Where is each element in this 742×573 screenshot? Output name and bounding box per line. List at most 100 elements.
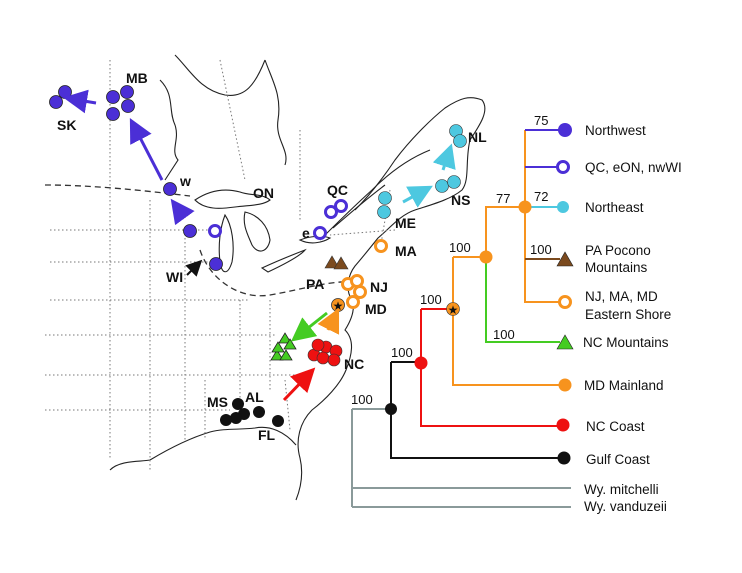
label-nj: NJ: [370, 279, 388, 295]
label-al: AL: [245, 389, 264, 405]
arrow-md-to-nc-mountains: [290, 311, 328, 342]
arrow-to-w: [170, 198, 195, 226]
tip-nc-mountains: NC Mountains: [583, 335, 669, 350]
mb-site: [120, 85, 134, 99]
tip-md-mainland: MD Mainland: [584, 378, 664, 393]
mb-site: [121, 99, 135, 113]
qc-site: [334, 199, 348, 213]
wi-site: [183, 224, 197, 238]
label-nl: NL: [468, 129, 487, 145]
northeast-markers: [377, 124, 467, 219]
star-icon: ★: [448, 303, 459, 317]
atlantic-coast: [295, 97, 486, 501]
support-root: 100: [351, 392, 373, 407]
pa-pocono-markers: [324, 255, 349, 270]
label-sk: SK: [57, 117, 76, 133]
ns-site: [447, 175, 461, 189]
lake-michigan: [218, 213, 234, 273]
phylogeny: [351, 129, 571, 508]
lake-erie: [260, 248, 307, 273]
base-map: [44, 54, 486, 501]
arrow-w-to-mb: [129, 118, 164, 181]
nc-coast-branches: [420, 308, 563, 427]
nc-mountain-markers: [270, 332, 297, 361]
state-borders: [45, 59, 396, 470]
mb-site: [106, 107, 120, 121]
qc-markers: [208, 199, 348, 240]
orange-branches: [452, 130, 565, 386]
label-mb: MB: [126, 70, 148, 86]
hudson-bay-coast: [159, 54, 287, 181]
tip-vanduzeii: Wy. vanduzeii: [584, 499, 667, 514]
arrow-me-to-ns: [402, 185, 433, 208]
gulf-coast: [109, 426, 297, 471]
sk-site: [58, 85, 72, 99]
arrow-nc-to-md: [317, 307, 340, 335]
gulf-coast-markers: [220, 398, 284, 427]
st-lawrence: [319, 149, 431, 241]
label-ma: MA: [395, 243, 417, 259]
qc-site: [324, 205, 338, 219]
label-md: MD: [365, 301, 387, 317]
support-northwest: 75: [534, 113, 548, 128]
label-ms: MS: [207, 394, 228, 410]
tree-nodes: ★: [385, 200, 532, 415]
tip-nc-coast: NC Coast: [586, 419, 645, 434]
arrow-wi: [185, 259, 203, 277]
pa-site: [324, 255, 340, 269]
label-fl: FL: [258, 427, 276, 443]
northwest-markers: [49, 85, 223, 271]
support-star-node: 100: [420, 292, 442, 307]
nwwi-site: [208, 224, 222, 238]
outgroup-branches: [351, 408, 571, 508]
tip-nj-1: NJ, MA, MD: [585, 289, 658, 304]
md-site: [346, 295, 360, 309]
label-e: e: [302, 225, 310, 241]
nl-site: [453, 134, 467, 148]
star-icon: ★: [333, 299, 344, 313]
tree-tip-symbols: [556, 123, 574, 465]
w-site: [163, 182, 177, 196]
lake-huron: [243, 211, 271, 252]
support-northeast: 72: [534, 189, 548, 204]
me-site: [377, 205, 391, 219]
range-boundary-south: [199, 249, 356, 297]
map-labels: SK MB w ON WI QC e ME NS NL MA PA NJ MD …: [57, 70, 487, 443]
support-nc-mountains: 100: [493, 327, 515, 342]
gulf-branches: [390, 361, 564, 459]
label-w: w: [179, 173, 191, 189]
coastal-orange-markers: [341, 239, 388, 309]
sk-site: [49, 95, 63, 109]
label-pa: PA: [306, 276, 324, 292]
tip-northeast: Northeast: [585, 200, 644, 215]
nc-mountains-branch: [485, 257, 560, 343]
tip-pa-pocono-2: Mountains: [585, 260, 648, 275]
label-me: ME: [395, 215, 416, 231]
me-site: [378, 191, 392, 205]
mb-site: [106, 90, 120, 104]
lake-superior: [194, 189, 271, 209]
label-on: ON: [253, 185, 274, 201]
arrow-gulf-to-nc: [282, 367, 316, 402]
tip-gulf-coast: Gulf Coast: [586, 452, 650, 467]
nj-site: [353, 285, 367, 299]
support-pa-pocono: 100: [530, 242, 552, 257]
nj-site: [350, 274, 364, 288]
range-boundary-north: [44, 184, 191, 197]
nc-coast-markers: [307, 338, 343, 367]
wi-site: [209, 257, 223, 271]
arrow-ns-to-nl: [432, 143, 456, 171]
lake-ontario: [298, 235, 332, 244]
label-ns: NS: [451, 192, 470, 208]
label-nc: NC: [344, 356, 364, 372]
pa-site: [333, 256, 349, 270]
tip-mitchelli: Wy. mitchelli: [584, 482, 659, 497]
tip-pa-pocono-1: PA Pocono: [585, 243, 651, 258]
tip-labels: Northwest QC, eON, nwWI Northeast PA Poc…: [583, 123, 682, 514]
eon-site: [313, 226, 327, 240]
tip-nj-2: Eastern Shore: [585, 307, 671, 322]
ma-site: [374, 239, 388, 253]
label-wi: WI: [166, 269, 183, 285]
label-qc: QC: [327, 182, 348, 198]
